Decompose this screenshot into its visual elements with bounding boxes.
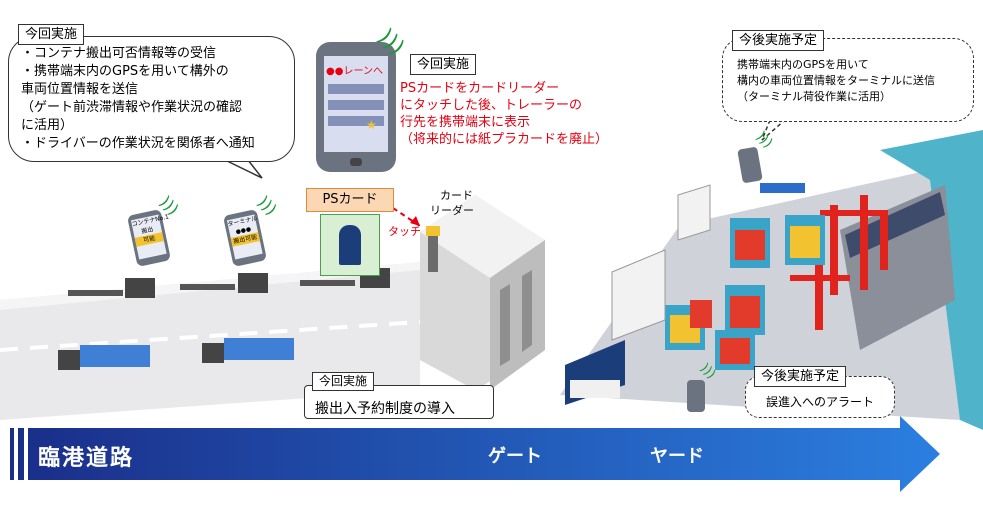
ps-card bbox=[320, 214, 380, 276]
gantry-cranes bbox=[790, 195, 888, 330]
left-line-5: に活用） bbox=[21, 118, 74, 133]
right-top-bubble: 携帯端末内のGPSを用いて 構内の車両位置情報をターミナルに送信 （ターミナル荷… bbox=[722, 38, 974, 122]
left-line-3: 車両位置情報を送信 bbox=[21, 82, 139, 97]
gate-structure bbox=[420, 195, 545, 390]
star-icon: ★ bbox=[366, 118, 377, 132]
left-tag: 今回実施 bbox=[18, 24, 85, 45]
arrow-label-road: 臨港道路 bbox=[38, 446, 135, 471]
right-top-line-3: （ターミナル荷役作業に活用） bbox=[737, 90, 891, 103]
left-line-2: ・携帯端末内のGPSを用いて構外の bbox=[21, 64, 229, 79]
center-line-1: PSカードをカードリーダー bbox=[400, 81, 560, 96]
right-bottom-tag: 今後実施予定 bbox=[754, 366, 847, 387]
touch-label: タッチ bbox=[388, 225, 421, 238]
sea bbox=[880, 130, 983, 430]
gate-tag: 今回実施 bbox=[312, 372, 375, 391]
center-line-3: 行先を携帯端末に表示 bbox=[400, 115, 531, 130]
yard-phone-2 bbox=[687, 380, 705, 412]
center-line-2: にタッチした後、トレーラーの bbox=[400, 98, 583, 113]
trucks bbox=[58, 268, 390, 370]
ps-card-label: PSカード bbox=[306, 188, 394, 212]
left-line-1: ・コンテナ搬出可否情報等の受信 bbox=[21, 46, 217, 61]
container-stacks bbox=[665, 215, 825, 370]
arrow-label-yard: ヤード bbox=[650, 446, 704, 467]
right-top-line-1: 携帯端末内のGPSを用いて bbox=[737, 58, 869, 71]
phone-screen-text: ●●レーンへ bbox=[326, 66, 383, 77]
driver-avatar bbox=[339, 225, 361, 265]
gate-info-text: 搬出入予約制度の導入 bbox=[315, 401, 455, 417]
big-phone: ●●レーンへ ★ bbox=[316, 42, 396, 172]
arrow-label-gate: ゲート bbox=[488, 446, 542, 467]
right-top-line-2: 構内の車両位置情報をターミナルに送信 bbox=[737, 74, 935, 87]
right-bottom-text: 誤進入へのアラート bbox=[766, 395, 875, 409]
right-top-tag: 今後実施予定 bbox=[732, 30, 825, 51]
left-line-6: ・ドライバーの作業状況を関係者へ通知 bbox=[21, 136, 255, 151]
center-line-4: （将来的には紙プラカードを廃止） bbox=[400, 132, 609, 147]
center-tag: 今回実施 bbox=[410, 54, 477, 75]
card-reader-post bbox=[428, 232, 438, 272]
card-reader-label-1: カード bbox=[440, 189, 473, 202]
card-reader-label-2: リーダー bbox=[430, 204, 474, 217]
left-line-4: （ゲート前渋滞情報や作業状況の確認 bbox=[21, 100, 243, 115]
left-info-bubble: ・コンテナ搬出可否情報等の受信 ・携帯端末内のGPSを用いて構外の 車両位置情報… bbox=[8, 36, 295, 162]
